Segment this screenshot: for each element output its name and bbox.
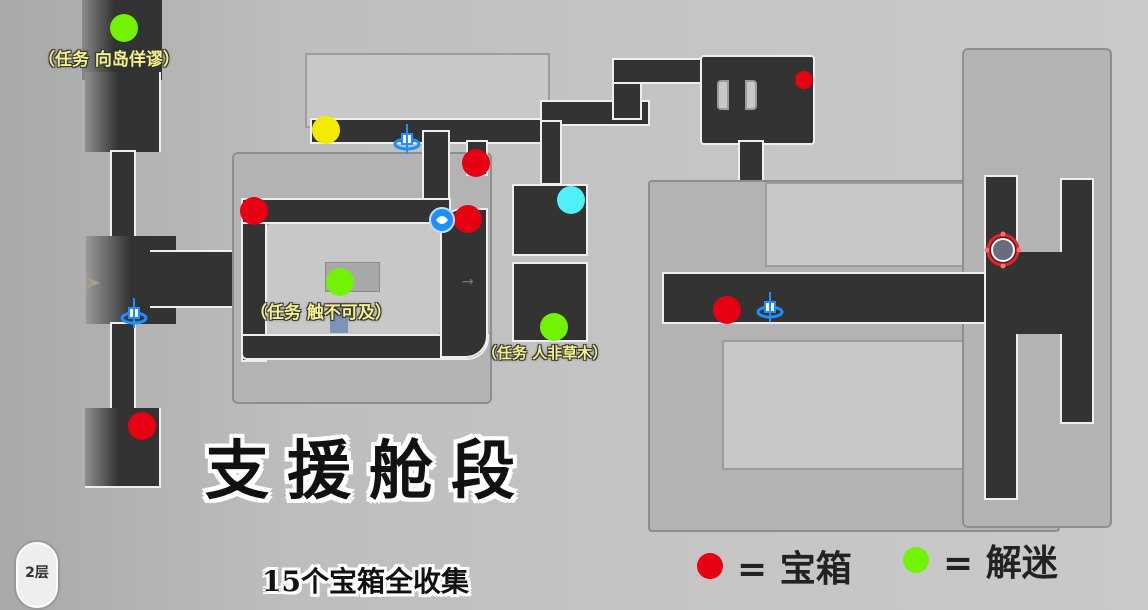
floor-selector-button[interactable]: 2层 (14, 540, 60, 610)
east-tee-west (984, 175, 1018, 500)
exit-arrow-icon: ➤ (84, 270, 101, 294)
map-title: 支援舱段 (205, 435, 533, 509)
left-corridor-upper-room (85, 72, 161, 152)
loop-east (440, 208, 488, 358)
puzzle-marker-3[interactable] (540, 313, 568, 341)
yellow-marker[interactable] (312, 116, 340, 144)
boss-marker-icon[interactable] (984, 231, 1022, 273)
right-building-room-lower (722, 340, 977, 470)
exit-arrow-icon: → (462, 274, 474, 290)
space-anchor-icon[interactable] (393, 122, 421, 160)
quest-label-1: （任务 向岛佯谬） (38, 50, 180, 70)
mid-corridor (241, 198, 451, 224)
bracket-left (717, 80, 729, 110)
quest-label-2: （任务 触不可及） (250, 303, 392, 323)
space-anchor-icon[interactable] (120, 296, 148, 334)
map-subtitle: 15个宝箱全收集 (262, 565, 469, 598)
cyan-marker[interactable] (557, 186, 585, 214)
space-anchor-icon[interactable] (756, 290, 784, 328)
chest-marker-4[interactable] (454, 205, 482, 233)
puzzle-marker-1[interactable] (110, 14, 138, 42)
legend-chest: = 宝箱 (697, 540, 852, 592)
chest-marker-2[interactable] (240, 197, 268, 225)
east-main-corridor (662, 272, 992, 324)
bracket-right (745, 80, 757, 110)
warp-trotter-icon[interactable] (428, 206, 456, 238)
east-tee-east (1060, 178, 1094, 424)
left-corridor-shaft-2 (110, 322, 136, 412)
chest-marker-6[interactable] (795, 71, 813, 89)
right-building-room-upper (765, 182, 975, 267)
legend-chest-text: = 宝箱 (737, 549, 852, 590)
courtyard-elevator (330, 303, 348, 333)
legend-puzzle: = 解迷 (903, 534, 1058, 586)
chest-marker-3[interactable] (462, 149, 490, 177)
left-corridor-shaft-1 (110, 150, 136, 240)
quest-label-3: （任务 人非草木） (482, 344, 608, 362)
green-dot-icon (903, 547, 929, 573)
red-dot-icon (697, 553, 723, 579)
legend-puzzle-text: = 解迷 (943, 543, 1058, 584)
cyan-shaft (540, 120, 562, 185)
chest-marker-5[interactable] (713, 296, 741, 324)
chest-marker-1[interactable] (128, 412, 156, 440)
north-room-row (305, 53, 550, 128)
east-tee-bridge (1016, 252, 1062, 334)
puzzle-marker-2[interactable] (326, 268, 354, 296)
